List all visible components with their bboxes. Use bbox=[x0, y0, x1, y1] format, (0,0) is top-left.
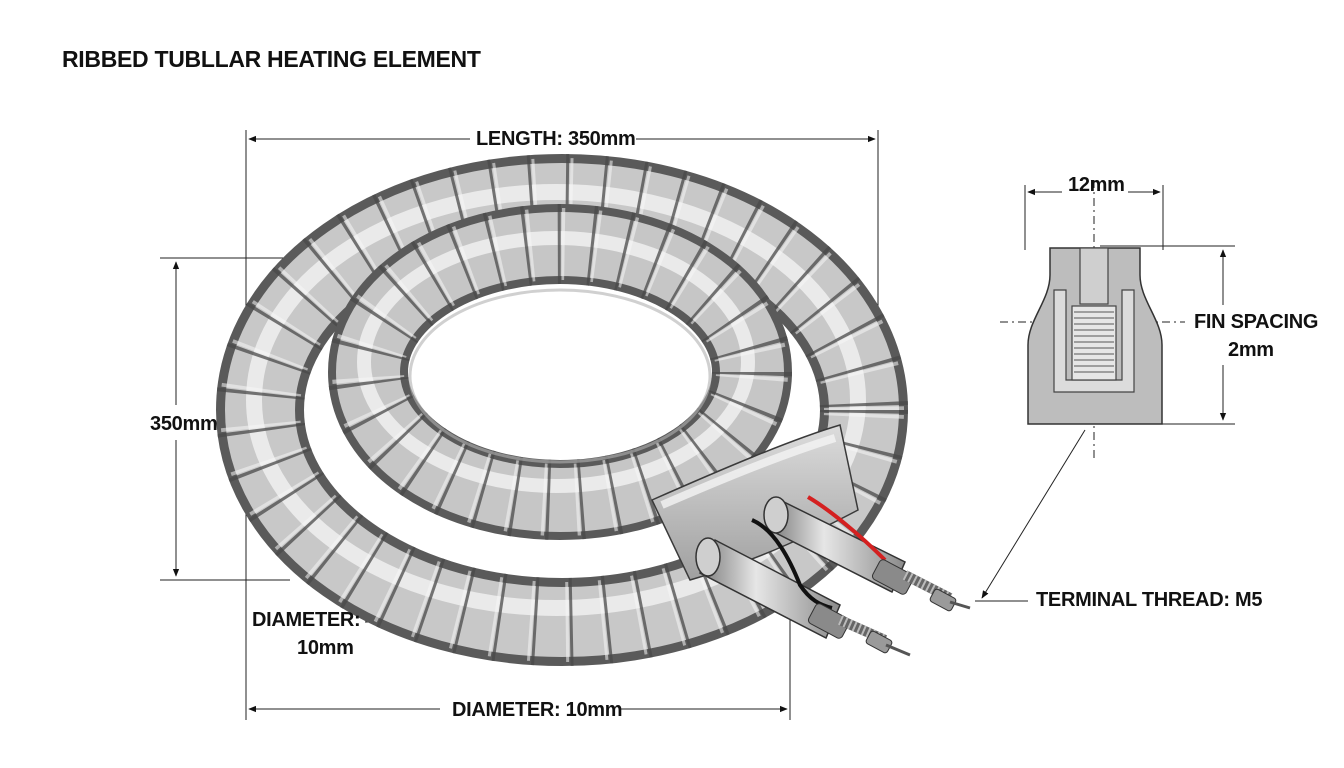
detail-width-label: 12mm bbox=[1068, 174, 1125, 196]
diagram-title: RIBBED TUBLLAR HEATING ELEMENT bbox=[62, 46, 481, 72]
height-label: 350mm bbox=[150, 413, 218, 435]
bottom-diameter-label: DIAMETER: 10mm bbox=[452, 699, 623, 721]
tube-diameter-value: 10mm bbox=[297, 637, 354, 659]
fin-spacing-label: FIN SPACING bbox=[1194, 311, 1319, 333]
terminal-thread-label: TERMINAL THREAD: M5 bbox=[1036, 589, 1263, 611]
terminals bbox=[695, 495, 971, 657]
fin-spacing-value: 2mm bbox=[1228, 339, 1274, 361]
cross-section-detail bbox=[975, 180, 1235, 602]
tube-diameter-label: DIAMETER: bbox=[252, 609, 361, 631]
length-label: LENGTH: 350mm bbox=[476, 128, 636, 150]
thread-lines bbox=[1074, 311, 1114, 373]
ribbed-coil bbox=[216, 154, 908, 666]
